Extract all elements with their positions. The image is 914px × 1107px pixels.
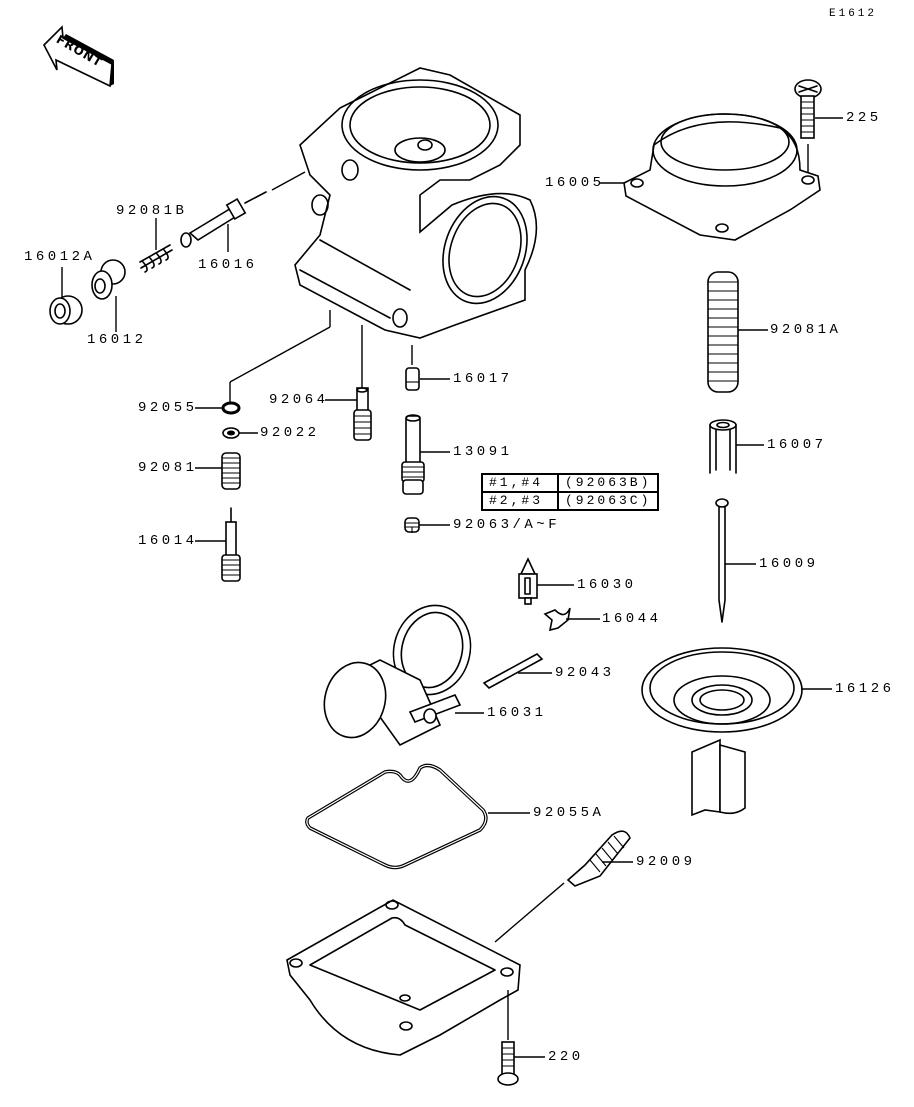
label-16017[interactable]: 16017: [453, 371, 513, 387]
part-225-screw: [794, 79, 822, 178]
label-92055A[interactable]: 92055A: [533, 805, 605, 821]
part-16012-plug: [91, 259, 126, 332]
label-92064[interactable]: 92064: [269, 392, 329, 408]
label-16044[interactable]: 16044: [602, 611, 662, 627]
table-cell-part: (92063B): [556, 473, 660, 493]
part-16044-clip: [543, 607, 571, 632]
label-16030[interactable]: 16030: [577, 577, 637, 593]
diagram-code: E1612: [829, 8, 878, 20]
table-row: #1,#4 (92063B): [481, 473, 660, 493]
label-16126[interactable]: 16126: [835, 681, 895, 697]
label-92043[interactable]: 92043: [555, 665, 615, 681]
part-92064-pilot-jet: [353, 387, 372, 441]
leader-lines: [195, 117, 843, 1058]
label-92081[interactable]: 92081: [138, 460, 198, 476]
front-arrow-icon: [43, 25, 114, 88]
part-float-bowl: [286, 899, 521, 1056]
label-92081A[interactable]: 92081A: [770, 322, 842, 338]
part-16017-jet-holder: [405, 367, 420, 391]
main-jet-spec-table: #1,#4 (92063B) #2,#3 (92063C): [481, 473, 660, 511]
part-16005-top-cover: [623, 113, 821, 241]
part-92055A-gasket: [305, 763, 488, 870]
label-16012A[interactable]: 16012A: [24, 249, 96, 265]
label-16007[interactable]: 16007: [767, 437, 827, 453]
label-92022[interactable]: 92022: [260, 425, 320, 441]
label-16012[interactable]: 16012: [87, 332, 147, 348]
part-16031-float: [323, 604, 472, 747]
part-220-screw: [497, 1041, 519, 1086]
label-92009[interactable]: 92009: [636, 854, 696, 870]
part-92043-pin: [482, 653, 544, 689]
part-92081B-spring: [139, 218, 173, 273]
part-16012A-cap: [49, 267, 83, 325]
label-16031[interactable]: 16031: [487, 705, 547, 721]
part-13091-needle-jet: [401, 414, 425, 495]
part-92081-spring: [221, 452, 241, 490]
label-16009[interactable]: 16009: [759, 556, 819, 572]
part-16007-needle-holder: [709, 419, 737, 474]
label-225[interactable]: 225: [846, 110, 882, 126]
part-16014-starter-plunger: [221, 507, 241, 582]
table-cell-cylinders: #1,#4: [481, 473, 559, 493]
label-92063[interactable]: 92063/A~F: [453, 517, 561, 533]
label-220[interactable]: 220: [548, 1049, 584, 1065]
part-92009-drain-screw: [494, 830, 631, 943]
table-cell-cylinders: #2,#3: [481, 491, 559, 511]
part-16009-jet-needle: [715, 498, 729, 623]
part-carburetor-body: [294, 67, 538, 339]
part-92022-washer: [222, 427, 240, 439]
label-92055[interactable]: 92055: [138, 400, 198, 416]
label-13091[interactable]: 13091: [453, 444, 513, 460]
part-92055-o-ring: [221, 401, 241, 415]
table-cell-part: (92063C): [556, 491, 660, 511]
label-16014[interactable]: 16014: [138, 533, 198, 549]
label-16016[interactable]: 16016: [198, 257, 258, 273]
part-16016-pilot-screw: [180, 171, 306, 252]
part-16126-diaphragm: [641, 647, 803, 817]
label-92081B[interactable]: 92081B: [116, 203, 188, 219]
part-16030-float-valve: [518, 557, 538, 605]
part-92063-main-jet: [404, 517, 420, 533]
label-16005[interactable]: 16005: [545, 175, 605, 191]
part-92081A-spring: [707, 271, 739, 393]
table-row: #2,#3 (92063C): [481, 491, 660, 511]
